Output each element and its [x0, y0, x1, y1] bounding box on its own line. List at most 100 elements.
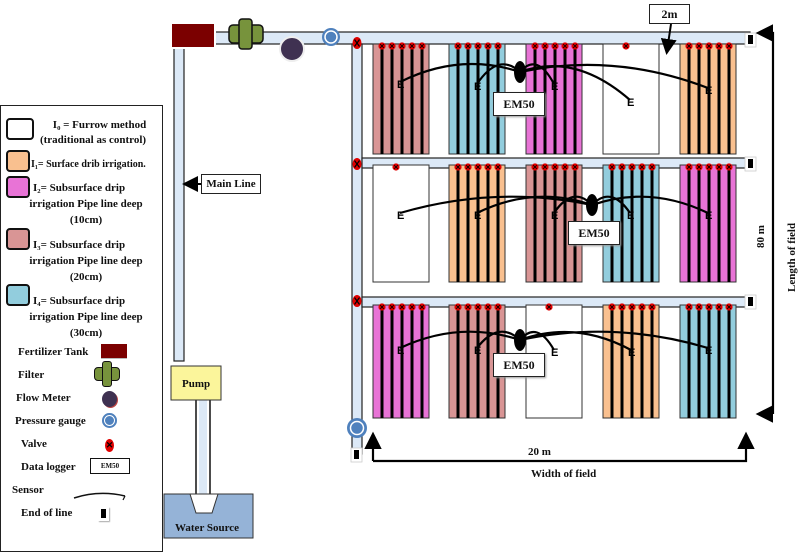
sensor-probe-icon: E: [628, 347, 635, 359]
plot-i0: [372, 164, 430, 283]
pump-icon: [170, 365, 222, 401]
emitter-cross: [485, 43, 491, 49]
sensor-probe-icon: E: [627, 97, 634, 109]
sensor-cable: [591, 195, 709, 214]
emitter-cross: [419, 43, 425, 49]
sensor-cable: [519, 330, 709, 350]
emitter-icon: [454, 303, 462, 311]
emitter-cross: [475, 304, 481, 310]
emitter-cross: [389, 43, 395, 49]
emitter-cross: [629, 164, 635, 170]
legend-label-fertilizer-tank: Fertilizer Tank: [18, 346, 89, 358]
filter-icon-stem: [238, 18, 253, 50]
emitter-icon: [685, 303, 693, 311]
emitter-icon: [494, 163, 502, 171]
legend-text-i2-line3: (10cm): [69, 214, 103, 226]
legend-label-valve: Valve: [21, 438, 47, 450]
emitter-icon: [484, 163, 492, 171]
emitter-icon: [571, 163, 579, 171]
pressure-gauge-icon: [102, 413, 117, 428]
emitter-cross: [572, 164, 578, 170]
valve-cross: [354, 160, 360, 168]
plot-i3: [372, 43, 430, 155]
emitter-cross: [475, 43, 481, 49]
sensor-probe-icon: E: [474, 81, 481, 93]
emitter-cross: [562, 43, 568, 49]
plot-i0: [602, 43, 660, 155]
data-logger-em50: EM50: [493, 353, 545, 377]
emitter-icon: [545, 303, 553, 311]
emitter-icon: [715, 42, 723, 50]
plot-i1: [448, 164, 506, 283]
emitter-icon: [408, 42, 416, 50]
emitter-icon: [705, 163, 713, 171]
width-arrow-right: [373, 431, 755, 463]
emitter-icon: [541, 42, 549, 50]
emitter-cross: [696, 304, 702, 310]
legend-text-i4-line3: (30cm): [69, 327, 103, 339]
emitter-icon: [464, 42, 472, 50]
legend-label-sensor: Sensor: [12, 484, 44, 496]
emitter-cross: [726, 164, 732, 170]
eol-mark: [354, 450, 359, 459]
sensor-cable: [399, 62, 521, 83]
emitter-cross: [465, 43, 471, 49]
emitter-cross: [696, 43, 702, 49]
emitter-icon: [685, 163, 693, 171]
legend-text-i3-line2: irrigation Pipe line deep: [29, 255, 143, 267]
valve-icon: [352, 295, 362, 307]
end-of-line-icon: [98, 507, 109, 521]
legend-label-flow-meter: Flow Meter: [16, 392, 71, 404]
emitter-icon: [705, 42, 713, 50]
valve-icon: [352, 158, 362, 170]
emitter-icon: [388, 42, 396, 50]
swatch-i3: [6, 228, 30, 250]
emitter-icon: [622, 42, 630, 50]
sensor-probe-icon: E: [705, 210, 712, 222]
emitter-cross: [552, 164, 558, 170]
emitter-cross: [609, 164, 615, 170]
emitter-icon: [725, 42, 733, 50]
emitter-cross: [546, 304, 552, 310]
emitter-icon: [648, 303, 656, 311]
flow-meter-icon: [102, 391, 117, 407]
end-of-line-icon: [744, 156, 757, 172]
emitter-icon: [531, 42, 539, 50]
emitter-cross: [532, 164, 538, 170]
emitter-cross: [542, 164, 548, 170]
plot-area: [372, 164, 430, 283]
emitter-cross: [686, 43, 692, 49]
sensor-probe-icon: E: [551, 347, 558, 359]
sensor-probe-icon: E: [474, 345, 481, 357]
emitter-icon: [628, 303, 636, 311]
legend-label-filter: Filter: [18, 369, 45, 381]
emitter-icon: [454, 163, 462, 171]
swatch-i1: [6, 150, 30, 172]
emitter-cross: [716, 43, 722, 49]
pressure-gauge-ring: [349, 420, 365, 436]
plot-i1: [679, 43, 737, 155]
emitter-icon: [474, 42, 482, 50]
valve-cross: [354, 297, 360, 305]
end-of-line-icon: [350, 447, 363, 463]
emitter-cross: [393, 164, 399, 170]
emitter-cross: [726, 304, 732, 310]
plot-i2: [525, 43, 583, 155]
data-logger-icon: EM50: [90, 458, 130, 474]
legend-label-pressure-gauge: Pressure gauge: [15, 415, 86, 427]
width-of-field-label: Width of field: [531, 468, 597, 480]
sensor-probe-icon: E: [705, 345, 712, 357]
emitter-icon: [715, 163, 723, 171]
end-of-line-icon: [744, 294, 757, 310]
emitter-icon: [618, 163, 626, 171]
plot-i3: [525, 164, 583, 283]
emitter-icon: [392, 163, 400, 171]
swatch-i2: [6, 176, 30, 198]
emitter-cross: [409, 304, 415, 310]
emitter-cross: [495, 43, 501, 49]
sensor-probe-icon: E: [705, 85, 712, 97]
flow-meter-icon: [279, 36, 305, 62]
legend-label-data-logger: Data logger: [21, 461, 76, 473]
emitter-icon: [608, 163, 616, 171]
